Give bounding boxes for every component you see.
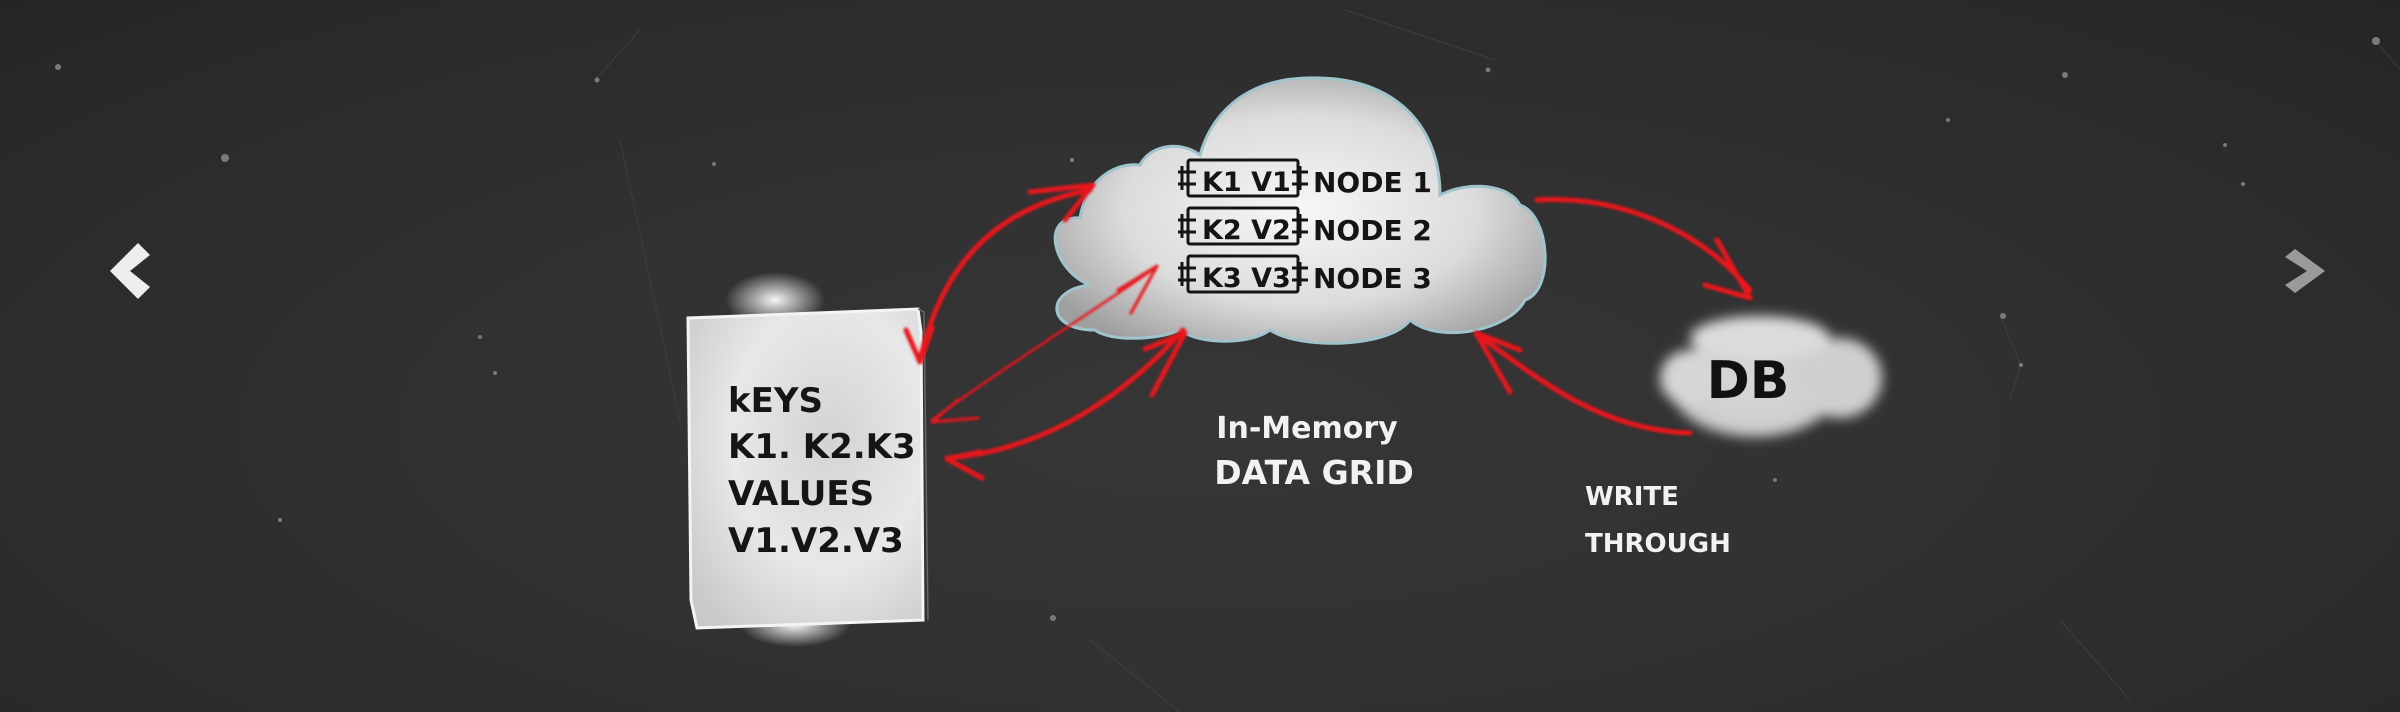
node-3-entry: K3 V3	[1202, 263, 1291, 294]
doc-line-values: VALUES	[728, 474, 874, 514]
bg-star	[2000, 313, 2006, 319]
bg-line	[1344, 9, 1496, 61]
arrowhead-to-cloud	[1473, 330, 1523, 395]
node-3-connectors	[1178, 262, 1308, 286]
node-2-label: NODE 2	[1313, 214, 1432, 247]
arrow-db-to-cloud	[1475, 332, 1693, 436]
node-1-box	[1186, 158, 1300, 198]
doc-line-value-list: V1.V2.V3	[728, 521, 904, 561]
database-cloud: DB	[1660, 316, 1882, 437]
bg-line	[2375, 40, 2400, 71]
bg-line	[2009, 364, 2022, 401]
client-document: kEYS K1. K2.K3 VALUES V1.V2.V3	[686, 272, 929, 647]
data-grid-cloud: K1 V1 K2 V2 K3 V3 NODE 1 NODE 2 NODE 3	[1053, 76, 1547, 345]
node-3-box	[1186, 254, 1300, 294]
chevron-right-icon	[2285, 249, 2325, 293]
bg-star	[55, 64, 61, 70]
node-2-entry: K2 V2	[1202, 215, 1291, 246]
previous-slide-button[interactable]	[100, 236, 160, 306]
node-2-box	[1186, 206, 1300, 246]
node-1-connectors	[1178, 166, 1308, 190]
arrowhead-to-cloud	[1116, 264, 1159, 315]
bg-star	[1050, 615, 1056, 621]
grid-caption-line1: In-Memory	[1216, 411, 1398, 446]
bg-star	[1485, 67, 1491, 73]
paper-edge	[917, 308, 929, 621]
bg-star	[2241, 182, 2245, 186]
arrow-cloud-to-db	[1534, 197, 1753, 293]
bg-line	[2059, 619, 2131, 701]
db-caption-line2: THROUGH	[1585, 529, 1731, 559]
arrow-doc-cloud-middle	[930, 266, 1157, 422]
bg-star	[1070, 158, 1074, 162]
chevron-left-icon	[110, 243, 150, 299]
bg-star	[2062, 72, 2068, 78]
node-2-connectors	[1178, 214, 1308, 238]
node-3-label: NODE 3	[1313, 262, 1432, 295]
doc-line-keys: kEYS	[728, 381, 823, 421]
paper-sheet	[686, 307, 925, 630]
bg-star	[2223, 143, 2227, 147]
bg-star	[2019, 363, 2023, 367]
db-cloud-puff	[1798, 338, 1882, 418]
db-cloud-body	[1670, 333, 1840, 437]
db-cloud-puff	[1660, 350, 1720, 406]
db-cloud-puff	[1690, 316, 1830, 360]
doc-line-key-list: K1. K2.K3	[728, 427, 916, 467]
next-slide-button[interactable]	[2275, 236, 2335, 306]
bg-star	[594, 77, 600, 83]
arrowhead-to-doc	[944, 449, 985, 481]
arrow-doc-cloud-upper	[917, 187, 1093, 363]
cloud-shape	[1053, 76, 1547, 345]
bg-star	[493, 371, 497, 375]
node-1-label: NODE 1	[1313, 166, 1432, 199]
arrowhead-to-doc	[930, 398, 980, 424]
arrow-doc-cloud-lower	[944, 327, 1186, 461]
bg-star	[1946, 118, 1950, 122]
node-1-entry: K1 V1	[1202, 167, 1291, 198]
bg-star	[278, 518, 282, 522]
arrowhead-to-doc	[903, 325, 935, 365]
db-caption-line1: WRITE	[1585, 482, 1679, 512]
bg-star	[1773, 478, 1777, 482]
bg-line	[619, 139, 681, 421]
bg-line	[594, 29, 641, 81]
bg-star	[712, 162, 716, 166]
arrowhead-to-db	[1702, 237, 1753, 301]
bg-star	[2372, 37, 2380, 45]
db-label: DB	[1707, 351, 1790, 411]
bg-line	[1089, 639, 1181, 712]
bg-star	[478, 335, 482, 339]
bg-line	[1999, 315, 2022, 366]
arrowhead-to-cloud	[1027, 182, 1096, 223]
grid-caption-line2: DATA GRID	[1214, 453, 1414, 492]
arrowhead-to-cloud	[1142, 330, 1188, 398]
bg-star	[221, 154, 229, 162]
